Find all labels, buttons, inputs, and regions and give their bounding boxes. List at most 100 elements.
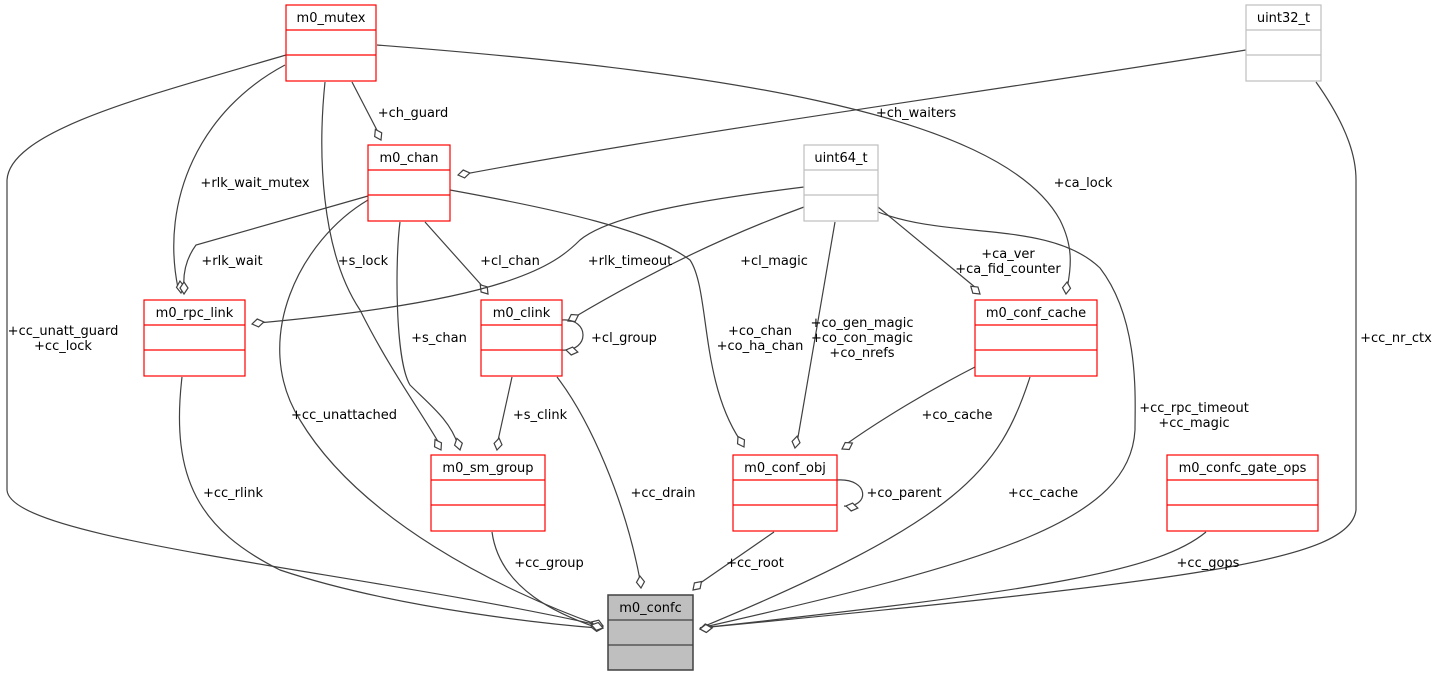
edge-cc-gops (698, 531, 1207, 634)
class-node-m0-chan[interactable]: m0_chan (367, 144, 451, 222)
edge-cc-drain (556, 376, 646, 590)
aggregation-diamond-icon (567, 313, 580, 323)
class-name: m0_chan (379, 151, 438, 166)
class-name: m0_conf_cache (986, 306, 1086, 321)
edge-label-line: +cc_unatt_guard (8, 324, 119, 339)
aggregation-diamond-icon (736, 435, 746, 448)
aggregation-diamond-icon (635, 574, 646, 590)
class-box (367, 144, 451, 222)
edge-labels-layer: +ch_guard +ch_waiters +rlk_wait_mutex +ca_l… (8, 106, 1432, 571)
edge-rlk-wait (179, 195, 369, 296)
edge-label-cc-unatt-guard: +cc_unatt_guard+cc_lock (8, 324, 119, 354)
edge-label-cl-magic: +cl_magic (740, 254, 808, 269)
edge-label-co-cache: +co_cache (922, 408, 993, 423)
aggregation-diamond-icon (692, 580, 703, 591)
class-node-m0-rpc-link[interactable]: m0_rpc_link (143, 299, 246, 377)
edge-line (424, 221, 485, 289)
class-node-m0-confc-gate-ops[interactable]: m0_confc_gate_ops (1166, 454, 1319, 532)
edge-label-line: +ch_guard (378, 106, 449, 121)
class-name: m0_confc_gate_ops (1179, 461, 1307, 476)
edge-label-line: +cl_magic (740, 254, 808, 269)
edge-label-ca-lock: +ca_lock (1054, 176, 1113, 191)
class-box (607, 594, 694, 671)
edge-label-line: +cc_drain (630, 486, 695, 501)
class-box (1166, 454, 1319, 532)
class-name: m0_clink (493, 306, 551, 321)
edge-label-cc-cache: +cc_cache (1008, 486, 1078, 501)
class-name: m0_confc (619, 601, 682, 616)
edge-label-cl-chan: +cl_chan (480, 254, 540, 269)
nodes-layer: m0_mutex uint32_t m0_chan uint64_t m0_rpc_li… (143, 4, 1322, 671)
aggregation-diamond-icon (791, 435, 801, 450)
class-node-uint32-t[interactable]: uint32_t (1245, 4, 1322, 82)
edge-line (556, 376, 641, 581)
edge-cl-group (561, 319, 584, 356)
class-name: m0_conf_obj (744, 461, 826, 476)
edge-label-line: +cc_group (514, 556, 583, 571)
edge-line (877, 206, 977, 289)
edge-label-line: +cc_nr_ctx (1360, 331, 1432, 346)
class-node-m0-confc[interactable]: m0_confc (607, 594, 694, 671)
edge-co-chan (449, 189, 746, 448)
class-name: m0_mutex (297, 11, 366, 26)
class-box (143, 299, 246, 377)
class-node-m0-clink[interactable]: m0_clink (480, 299, 563, 377)
edge-co-gen-magic (791, 221, 836, 450)
class-node-m0-sm-group[interactable]: m0_sm_group (430, 454, 546, 532)
edge-label-line: +cl_group (591, 331, 657, 346)
aggregation-diamond-icon (590, 621, 605, 632)
class-node-m0-conf-cache[interactable]: m0_conf_cache (974, 299, 1098, 377)
class-box (974, 299, 1098, 377)
edge-line (836, 479, 864, 507)
edge-label-co-gen-magic: +co_gen_magic+co_con_magic+co_nrefs (810, 316, 913, 361)
class-box (1245, 4, 1322, 82)
edge-ch-waiters (456, 49, 1247, 179)
edge-line (699, 81, 1357, 629)
edge-line (173, 64, 286, 289)
edge-label-line: +ch_waiters (876, 106, 956, 121)
edge-line (699, 376, 1031, 629)
edge-label-cc-rpc-timeout: +cc_rpc_timeout+cc_magic (1139, 401, 1249, 431)
class-box (430, 454, 546, 532)
edge-label-cc-root: +cc_root (726, 556, 784, 571)
class-node-uint64-t[interactable]: uint64_t (803, 144, 879, 222)
class-node-m0-conf-obj[interactable]: m0_conf_obj (732, 454, 838, 532)
edge-label-s-lock: +s_lock (338, 254, 389, 269)
edge-label-co-parent: +co_parent (866, 486, 941, 501)
edge-s-lock (321, 81, 443, 451)
edge-label-line: +rlk_wait_mutex (200, 176, 309, 191)
edge-label-s-chan: +s_chan (411, 331, 467, 346)
edge-label-co-chan: +co_chan+co_ha_chan (717, 324, 804, 354)
edge-cc-group (491, 531, 605, 632)
edge-label-cl-group: +cl_group (591, 331, 657, 346)
edge-line (279, 199, 599, 626)
edge-line (695, 531, 775, 587)
aggregation-diamond-icon (374, 128, 383, 141)
edge-ch-guard (351, 81, 383, 141)
aggregation-diamond-icon (250, 318, 265, 328)
edge-label-ca-ver: +ca_ver+ca_fid_counter (955, 247, 1061, 277)
edge-label-cc-gops: +cc_gops (1177, 556, 1240, 571)
edge-line (572, 206, 805, 319)
edge-line (178, 376, 599, 629)
edge-label-rlk-timeout: +rlk_timeout (588, 254, 673, 269)
edge-label-ch-waiters: +ch_waiters (876, 106, 956, 121)
edge-s-chan (396, 221, 464, 452)
class-node-m0-mutex[interactable]: m0_mutex (285, 4, 377, 82)
edge-line (796, 221, 836, 444)
class-name: m0_rpc_link (156, 306, 234, 321)
edge-label-line: +ca_fid_counter (955, 262, 1061, 277)
edge-label-line: +co_nrefs (829, 346, 894, 361)
edge-label-rlk-wait: +rlk_wait (201, 254, 262, 269)
aggregation-diamond-icon (179, 280, 189, 296)
aggregation-diamond-icon (493, 437, 503, 452)
edge-label-line: +cc_cache (1008, 486, 1078, 501)
edge-label-line: +co_cache (922, 408, 993, 423)
aggregation-diamond-icon (453, 437, 464, 452)
class-box (803, 144, 879, 222)
edge-label-line: +s_chan (411, 331, 467, 346)
edge-cc-root (692, 531, 775, 591)
class-name: uint32_t (1257, 11, 1310, 26)
edge-line (699, 211, 1136, 629)
edge-line (351, 81, 381, 137)
